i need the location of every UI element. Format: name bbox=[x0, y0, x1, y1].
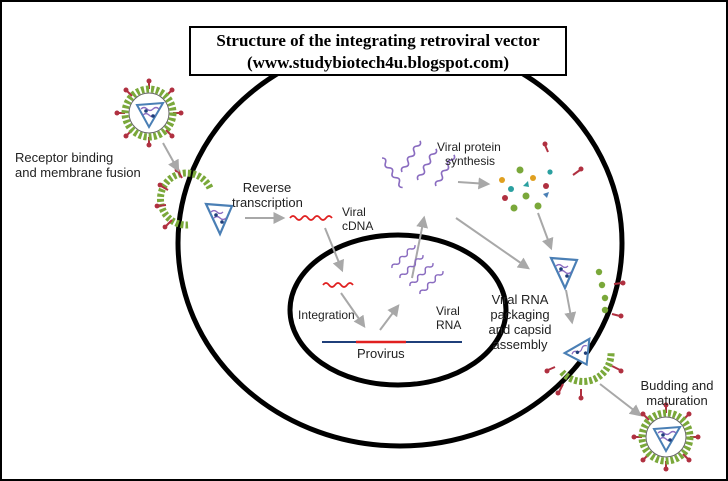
viral-cdna-icon bbox=[289, 215, 333, 221]
mature-virion-icon bbox=[631, 402, 701, 472]
source-url: (www.studybiotech4u.blogspot.com) bbox=[246, 53, 510, 72]
diagram-title: Structure of the integrating retroviral … bbox=[216, 31, 540, 50]
process-arrows bbox=[162, 142, 642, 417]
membrane-proteins-icon bbox=[542, 141, 626, 319]
capsid-entering-icon bbox=[204, 202, 234, 236]
budding-virion-icon bbox=[544, 336, 624, 401]
nucleus bbox=[287, 232, 509, 388]
nuclear-cdna-icon bbox=[322, 282, 354, 288]
title-box: Structure of the integrating retroviral … bbox=[189, 26, 567, 76]
incoming-virion-icon bbox=[114, 78, 184, 148]
assembled-capsid-icon bbox=[549, 256, 579, 290]
label-provirus: Provirus bbox=[357, 346, 405, 361]
membrane-fusion-icon bbox=[154, 167, 214, 230]
viral-proteins-icon bbox=[499, 166, 553, 212]
label-integration: Integration bbox=[298, 308, 355, 322]
